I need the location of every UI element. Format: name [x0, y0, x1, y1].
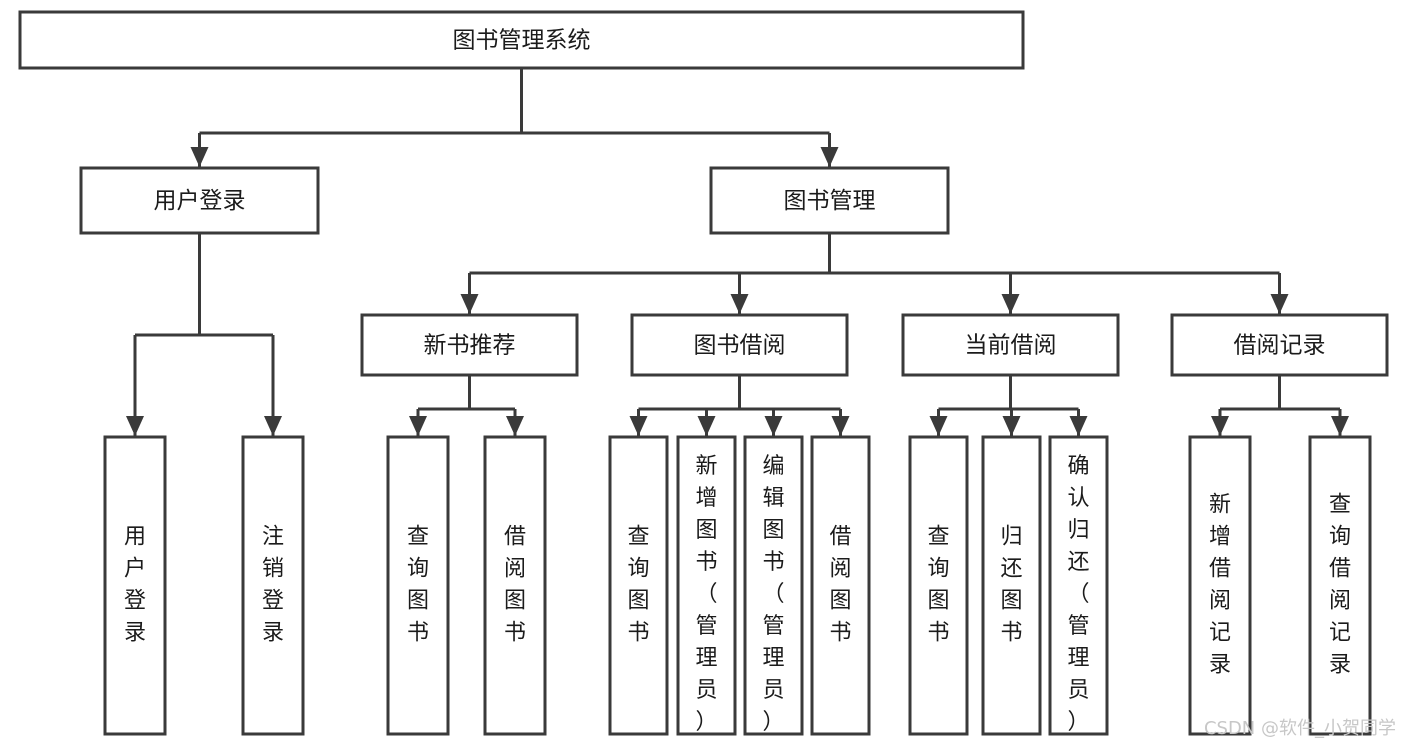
csdn-watermark: CSDN @软件_小贺同学 — [1204, 718, 1396, 739]
conn-bm-arrow-1 — [730, 294, 749, 314]
node-leaf-add-borrow-record-label: 新增借阅记录 — [1209, 493, 1231, 678]
node-leaf-logout-login[interactable]: 注销登录 — [241, 435, 305, 736]
node-leaf-edit-book-admin-label: 编辑图书（管理员） — [762, 454, 784, 735]
node-leaf-borrow-book-box[interactable] — [810, 435, 871, 736]
node-leaf-add-book-admin[interactable]: 新增图书（管理员） — [676, 435, 737, 736]
conn-root-arrow-1 — [820, 147, 839, 167]
node-borrow-record-label: 借阅记录 — [1234, 333, 1326, 359]
conn-new-book-recommend-arrow-1 — [506, 416, 524, 436]
conn-user-login-arrow-0 — [126, 416, 144, 436]
node-leaf-query-book-borrow-box[interactable] — [608, 435, 669, 736]
node-new-book-recommend[interactable]: 新书推荐 — [360, 313, 579, 377]
node-leaf-return-book[interactable]: 归还图书 — [981, 435, 1042, 736]
node-leaf-logout-login-label: 注销登录 — [262, 525, 284, 646]
conn-book-borrow-arrow-1 — [697, 416, 716, 436]
node-new-book-recommend-label: 新书推荐 — [424, 333, 516, 359]
conn-bm-arrow-3 — [1270, 294, 1289, 314]
node-leaf-borrow-book-label: 借阅图书 — [829, 525, 851, 646]
node-root[interactable]: 图书管理系统 — [18, 10, 1025, 70]
conn-bm-arrow-0 — [460, 294, 479, 314]
node-leaf-query-borrow-record[interactable]: 查询借阅记录 — [1308, 435, 1372, 736]
node-leaf-return-book-label: 归还图书 — [1000, 525, 1022, 646]
node-root-label: 图书管理系统 — [453, 28, 591, 54]
conn-book-borrow-arrow-0 — [629, 416, 648, 436]
node-leaf-edit-book-admin-box[interactable] — [743, 435, 804, 736]
node-leaf-user-login-box[interactable] — [103, 435, 167, 736]
node-leaf-borrow-book-recommend-label: 借阅图书 — [504, 525, 526, 646]
conn-new-book-recommend-arrow-0 — [409, 416, 427, 436]
node-leaf-add-book-admin-box[interactable] — [676, 435, 737, 736]
node-leaf-confirm-return-admin-box[interactable] — [1048, 435, 1109, 736]
node-leaf-confirm-return-admin[interactable]: 确认归还（管理员） — [1048, 435, 1109, 736]
node-leaf-borrow-book-recommend-box[interactable] — [483, 435, 547, 736]
node-leaf-query-book-borrow[interactable]: 查询图书 — [608, 435, 669, 736]
node-leaf-query-borrow-record-label: 查询借阅记录 — [1329, 493, 1351, 678]
node-leaf-add-borrow-record-box[interactable] — [1188, 435, 1252, 736]
node-new-book-recommend-box[interactable] — [360, 313, 579, 377]
node-leaf-user-login-label: 用户登录 — [124, 525, 146, 646]
node-book-borrow[interactable]: 图书借阅 — [630, 313, 849, 377]
node-leaf-logout-login-box[interactable] — [241, 435, 305, 736]
node-current-borrow-label: 当前借阅 — [965, 333, 1057, 359]
node-book-borrow-box[interactable] — [630, 313, 849, 377]
node-leaf-query-book-current-box[interactable] — [908, 435, 969, 736]
conn-borrow-record-arrow-1 — [1331, 416, 1349, 436]
node-layer: 图书管理系统用户登录图书管理新书推荐图书借阅当前借阅借阅记录用户登录注销登录查询… — [18, 10, 1389, 736]
node-book-borrow-label: 图书借阅 — [694, 333, 786, 359]
node-current-borrow-box[interactable] — [901, 313, 1120, 377]
connector-layer — [126, 68, 1349, 436]
conn-book-borrow-arrow-2 — [764, 416, 783, 436]
node-leaf-query-book-current-label: 查询图书 — [927, 525, 949, 646]
node-borrow-record[interactable]: 借阅记录 — [1170, 313, 1389, 377]
node-leaf-borrow-book[interactable]: 借阅图书 — [810, 435, 871, 736]
conn-book-borrow-arrow-3 — [831, 416, 850, 436]
node-leaf-add-borrow-record[interactable]: 新增借阅记录 — [1188, 435, 1252, 736]
node-book-management[interactable]: 图书管理 — [709, 166, 950, 235]
conn-root-arrow-0 — [190, 147, 209, 167]
node-leaf-query-book-recommend-label: 查询图书 — [407, 525, 429, 646]
conn-user-login-arrow-1 — [264, 416, 282, 436]
node-leaf-user-login[interactable]: 用户登录 — [103, 435, 167, 736]
node-leaf-add-book-admin-label: 新增图书（管理员） — [695, 454, 717, 735]
node-user-login[interactable]: 用户登录 — [79, 166, 320, 235]
node-leaf-edit-book-admin[interactable]: 编辑图书（管理员） — [743, 435, 804, 736]
node-borrow-record-box[interactable] — [1170, 313, 1389, 377]
node-leaf-query-book-borrow-label: 查询图书 — [627, 525, 649, 646]
conn-bm-arrow-2 — [1001, 294, 1020, 314]
node-leaf-query-book-current[interactable]: 查询图书 — [908, 435, 969, 736]
conn-current-borrow-arrow-1 — [1002, 416, 1021, 436]
node-current-borrow[interactable]: 当前借阅 — [901, 313, 1120, 377]
node-leaf-query-book-recommend-box[interactable] — [386, 435, 450, 736]
conn-current-borrow-arrow-2 — [1069, 416, 1088, 436]
node-leaf-return-book-box[interactable] — [981, 435, 1042, 736]
node-book-management-box[interactable] — [709, 166, 950, 235]
node-book-management-label: 图书管理 — [784, 188, 876, 214]
node-user-login-label: 用户登录 — [154, 188, 246, 214]
node-root-box[interactable] — [18, 10, 1025, 70]
conn-current-borrow-arrow-0 — [929, 416, 948, 436]
node-leaf-borrow-book-recommend[interactable]: 借阅图书 — [483, 435, 547, 736]
node-leaf-query-book-recommend[interactable]: 查询图书 — [386, 435, 450, 736]
node-user-login-box[interactable] — [79, 166, 320, 235]
conn-borrow-record-arrow-0 — [1211, 416, 1229, 436]
node-leaf-query-borrow-record-box[interactable] — [1308, 435, 1372, 736]
node-leaf-confirm-return-admin-label: 确认归还（管理员） — [1067, 454, 1089, 735]
